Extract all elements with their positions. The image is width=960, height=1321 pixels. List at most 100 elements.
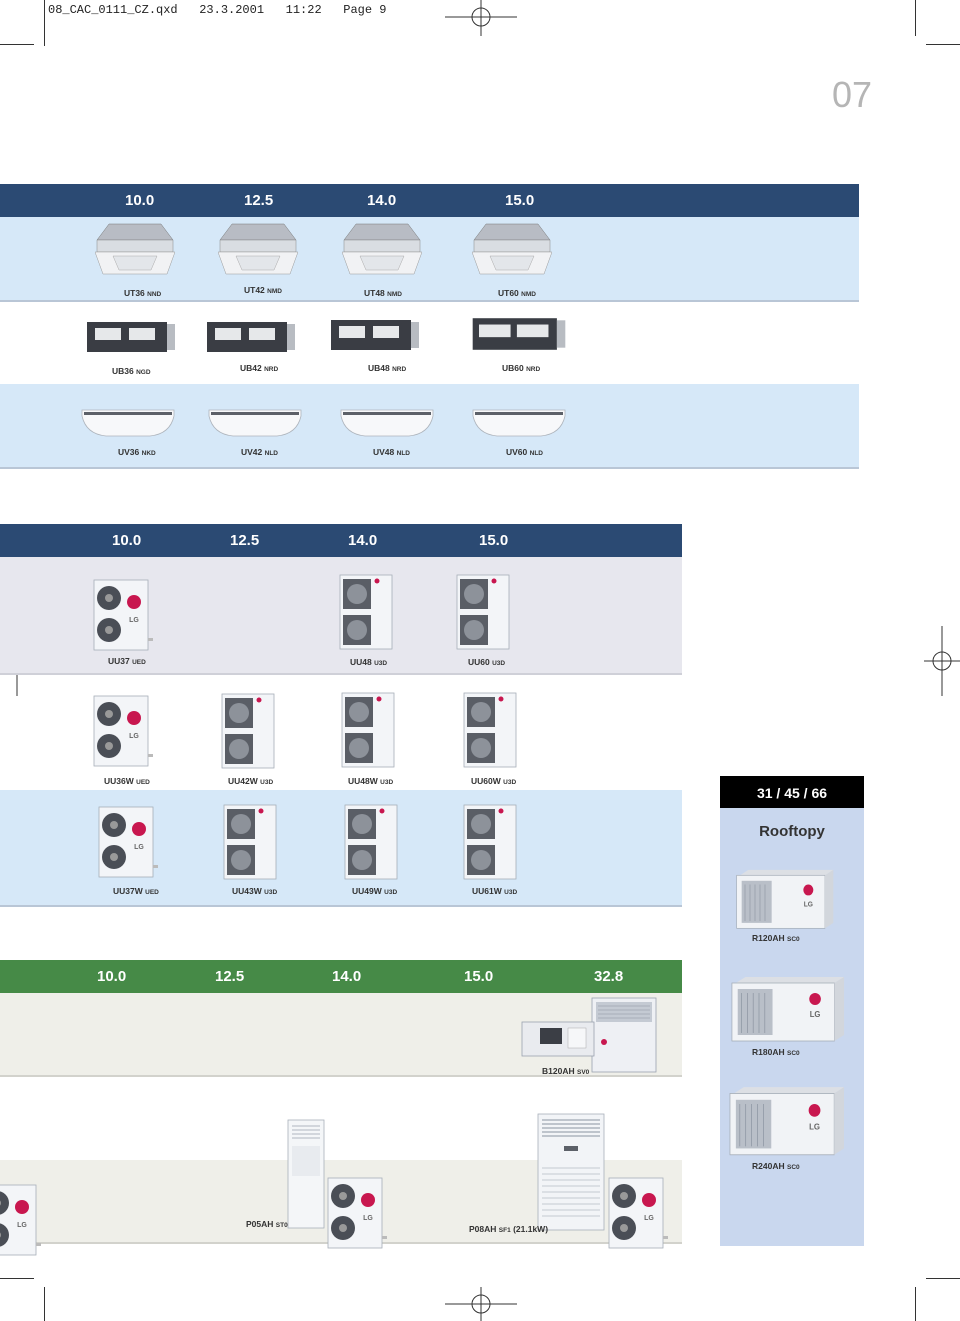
outdoor-unit-image bbox=[344, 804, 398, 880]
model-label: UB36 NGD bbox=[112, 366, 151, 376]
model-label: UU60 U3D bbox=[468, 657, 506, 667]
rooftop-title: Rooftopy bbox=[759, 823, 825, 840]
ceiling-unit-image bbox=[340, 409, 434, 437]
duct-unit-image bbox=[207, 322, 295, 352]
outdoor-unit-image: LG bbox=[93, 579, 153, 651]
model-label: B120AH SV0 bbox=[542, 1066, 590, 1076]
capacity-label: 15.0 bbox=[479, 532, 509, 549]
model-label: UU43W U3D bbox=[232, 886, 278, 896]
crop-mark bbox=[44, 1287, 45, 1321]
capacity-label: 10.0 bbox=[125, 192, 155, 209]
model-label: UU36W UED bbox=[104, 776, 150, 786]
registration-mark-top bbox=[445, 0, 517, 36]
crop-mark bbox=[926, 44, 960, 45]
svg-text:LG: LG bbox=[17, 1222, 27, 1229]
model-label: UB48 NRD bbox=[368, 363, 407, 373]
model-label: UV36 NKD bbox=[118, 447, 156, 457]
capacity-label: 12.5 bbox=[230, 532, 260, 549]
crop-mark bbox=[915, 1287, 916, 1321]
outdoor-unit-image bbox=[341, 692, 395, 768]
model-label: R120AH SC0 bbox=[752, 933, 800, 943]
model-label: UT60 NMD bbox=[498, 288, 536, 298]
capacity-label: 14.0 bbox=[332, 968, 362, 985]
svg-text:LG: LG bbox=[644, 1215, 654, 1222]
floor-standing-unit-image bbox=[287, 1119, 325, 1229]
ceiling-unit-image bbox=[472, 409, 566, 437]
rooftop-unit-image: LG bbox=[736, 869, 834, 929]
model-label: UV42 NLD bbox=[241, 447, 278, 457]
model-label: UV48 NLD bbox=[373, 447, 410, 457]
capacity-label: 10.0 bbox=[112, 532, 142, 549]
outdoor-unit-image bbox=[463, 692, 517, 768]
crop-mark bbox=[0, 1278, 34, 1279]
outdoor-unit-image: LG bbox=[0, 1184, 41, 1256]
model-label: UU42W U3D bbox=[228, 776, 274, 786]
registration-mark-right bbox=[924, 626, 960, 696]
outdoor-unit-image bbox=[456, 574, 510, 650]
cassette-unit-image bbox=[472, 223, 552, 275]
section2-header: 10.0 12.5 14.0 15.0 bbox=[0, 524, 682, 557]
svg-text:LG: LG bbox=[363, 1215, 373, 1222]
capacity-label: 32.8 bbox=[594, 968, 624, 985]
outdoor-unit-image: LG bbox=[98, 806, 158, 878]
page-number: 07 bbox=[832, 74, 873, 115]
outdoor-unit-image bbox=[221, 693, 275, 769]
outdoor-unit-image: LG bbox=[608, 1177, 668, 1249]
section1-header: 10.0 12.5 14.0 15.0 bbox=[0, 184, 859, 217]
capacity-label: 15.0 bbox=[505, 192, 535, 209]
duct-unit-image bbox=[331, 320, 419, 350]
cassette-unit-image bbox=[218, 223, 298, 275]
model-label: R180AH SC0 bbox=[752, 1047, 800, 1057]
duct-unit-image bbox=[472, 318, 566, 350]
model-label: UU48 U3D bbox=[350, 657, 388, 667]
rooftop-capacity-header: 31 / 45 / 66 bbox=[720, 776, 864, 808]
outdoor-unit-image: LG bbox=[327, 1177, 387, 1249]
model-label: P08AH SF1 (21.1kW) bbox=[469, 1224, 549, 1234]
rooftop-unit-image: LG bbox=[729, 1087, 845, 1156]
model-label: R240AH SC0 bbox=[752, 1161, 800, 1171]
svg-text:LG: LG bbox=[810, 1010, 821, 1019]
model-label: UU48W U3D bbox=[348, 776, 394, 786]
capacity-label: 14.0 bbox=[367, 192, 397, 209]
duct-split-unit-image bbox=[521, 997, 657, 1073]
outdoor-unit-image: LG bbox=[93, 695, 153, 767]
capacity-label: 12.5 bbox=[215, 968, 245, 985]
model-label: UB60 NRD bbox=[502, 363, 541, 373]
cassette-unit-image bbox=[342, 223, 422, 275]
svg-text:LG: LG bbox=[134, 844, 144, 851]
model-label: UT42 NMD bbox=[244, 285, 282, 295]
crop-mark bbox=[44, 0, 45, 46]
outdoor-unit-image bbox=[463, 804, 517, 880]
svg-text:LG: LG bbox=[809, 1122, 820, 1131]
capacity-label: 15.0 bbox=[464, 968, 494, 985]
svg-text:LG: LG bbox=[129, 617, 139, 624]
rooftop-unit-image: LG bbox=[731, 977, 845, 1042]
svg-text:LG: LG bbox=[804, 901, 813, 908]
capacity-label: 14.0 bbox=[348, 532, 378, 549]
crop-mark bbox=[915, 0, 916, 36]
crop-mark bbox=[926, 1278, 960, 1279]
model-label: UV60 NLD bbox=[506, 447, 543, 457]
model-label: UU49W U3D bbox=[352, 886, 398, 896]
outdoor-unit-image bbox=[223, 804, 277, 880]
model-label: P05AH ST0 bbox=[246, 1219, 288, 1229]
outdoor-unit-image bbox=[339, 574, 393, 650]
print-slug: 08_CAC_0111_CZ.qxd 23.3.2001 11:22 Page … bbox=[48, 3, 387, 17]
section3-header: 10.0 12.5 14.0 15.0 32.8 bbox=[0, 960, 682, 993]
capacity-label: 12.5 bbox=[244, 192, 274, 209]
model-label: UU61W U3D bbox=[472, 886, 518, 896]
crop-mark bbox=[0, 44, 34, 45]
model-label: UT48 NMD bbox=[364, 288, 402, 298]
floor-standing-unit-image bbox=[537, 1113, 605, 1231]
ceiling-unit-image bbox=[81, 409, 175, 437]
duct-unit-image bbox=[87, 322, 175, 352]
model-label: UT36 NND bbox=[124, 288, 162, 298]
model-label: UU60W U3D bbox=[471, 776, 517, 786]
cassette-unit-image bbox=[95, 223, 175, 275]
model-label: UB42 NRD bbox=[240, 363, 279, 373]
model-label: UU37 UED bbox=[108, 656, 146, 666]
svg-text:LG: LG bbox=[129, 733, 139, 740]
model-label: UU37W UED bbox=[113, 886, 159, 896]
registration-mark-bottom bbox=[445, 1287, 517, 1321]
capacity-label: 10.0 bbox=[97, 968, 127, 985]
